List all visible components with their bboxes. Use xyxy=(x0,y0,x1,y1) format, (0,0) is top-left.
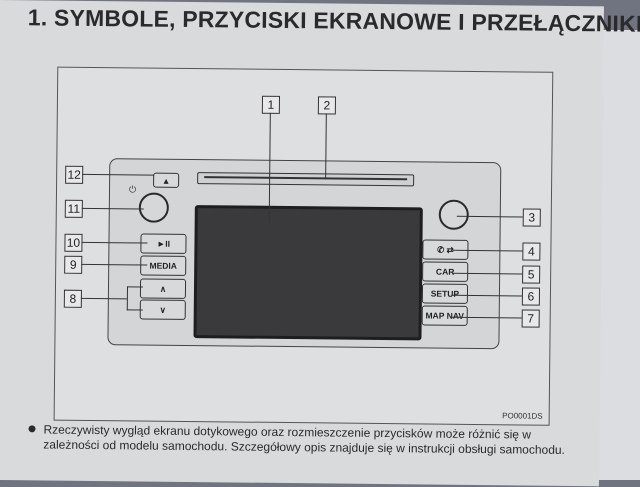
callout-7: 7 xyxy=(522,309,540,327)
callout-1: 1 xyxy=(262,96,280,114)
callout-8: 8 xyxy=(64,290,82,308)
callout-12: 12 xyxy=(65,166,83,184)
map-nav-button: MAP NAV xyxy=(422,305,468,325)
car-button: CAR xyxy=(422,261,468,281)
down-button: ∨ xyxy=(140,299,186,319)
bullet-icon xyxy=(28,425,35,432)
page-heading: 1. SYMBOLE, PRZYCISKI EKRANOWE I PRZEŁĄC… xyxy=(28,4,640,37)
callout-6: 6 xyxy=(522,287,540,305)
callout-5: 5 xyxy=(522,265,540,283)
callout-4: 4 xyxy=(522,242,540,260)
manual-page: 1. SYMBOLE, PRZYCISKI EKRANOWE I PRZEŁĄC… xyxy=(0,0,604,486)
setup-button: SETUP xyxy=(422,283,468,303)
eject-button: ▲ xyxy=(153,173,179,188)
page-edge xyxy=(598,30,640,480)
touch-screen xyxy=(193,205,422,340)
power-icon: ⏻ xyxy=(129,184,136,195)
callout-10: 10 xyxy=(64,234,82,252)
up-button: ∧ xyxy=(140,278,186,298)
figure-code: PO0001DS xyxy=(502,411,543,420)
cd-slot xyxy=(197,172,414,186)
head-unit-figure: PO0001DS ▲ ⏻ ►II MEDIA ∧ ∨ ✆ ⇄ CAR SETUP… xyxy=(54,67,554,426)
footnote: Rzeczywisty wygląd ekranu dotykowego ora… xyxy=(43,422,583,458)
tune-knob xyxy=(439,200,469,230)
footnote-text: Rzeczywisty wygląd ekranu dotykowego ora… xyxy=(43,422,565,456)
callout-9: 9 xyxy=(64,256,82,274)
callout-2: 2 xyxy=(318,96,336,114)
callout-3: 3 xyxy=(523,208,541,226)
callout-11: 11 xyxy=(65,200,83,218)
